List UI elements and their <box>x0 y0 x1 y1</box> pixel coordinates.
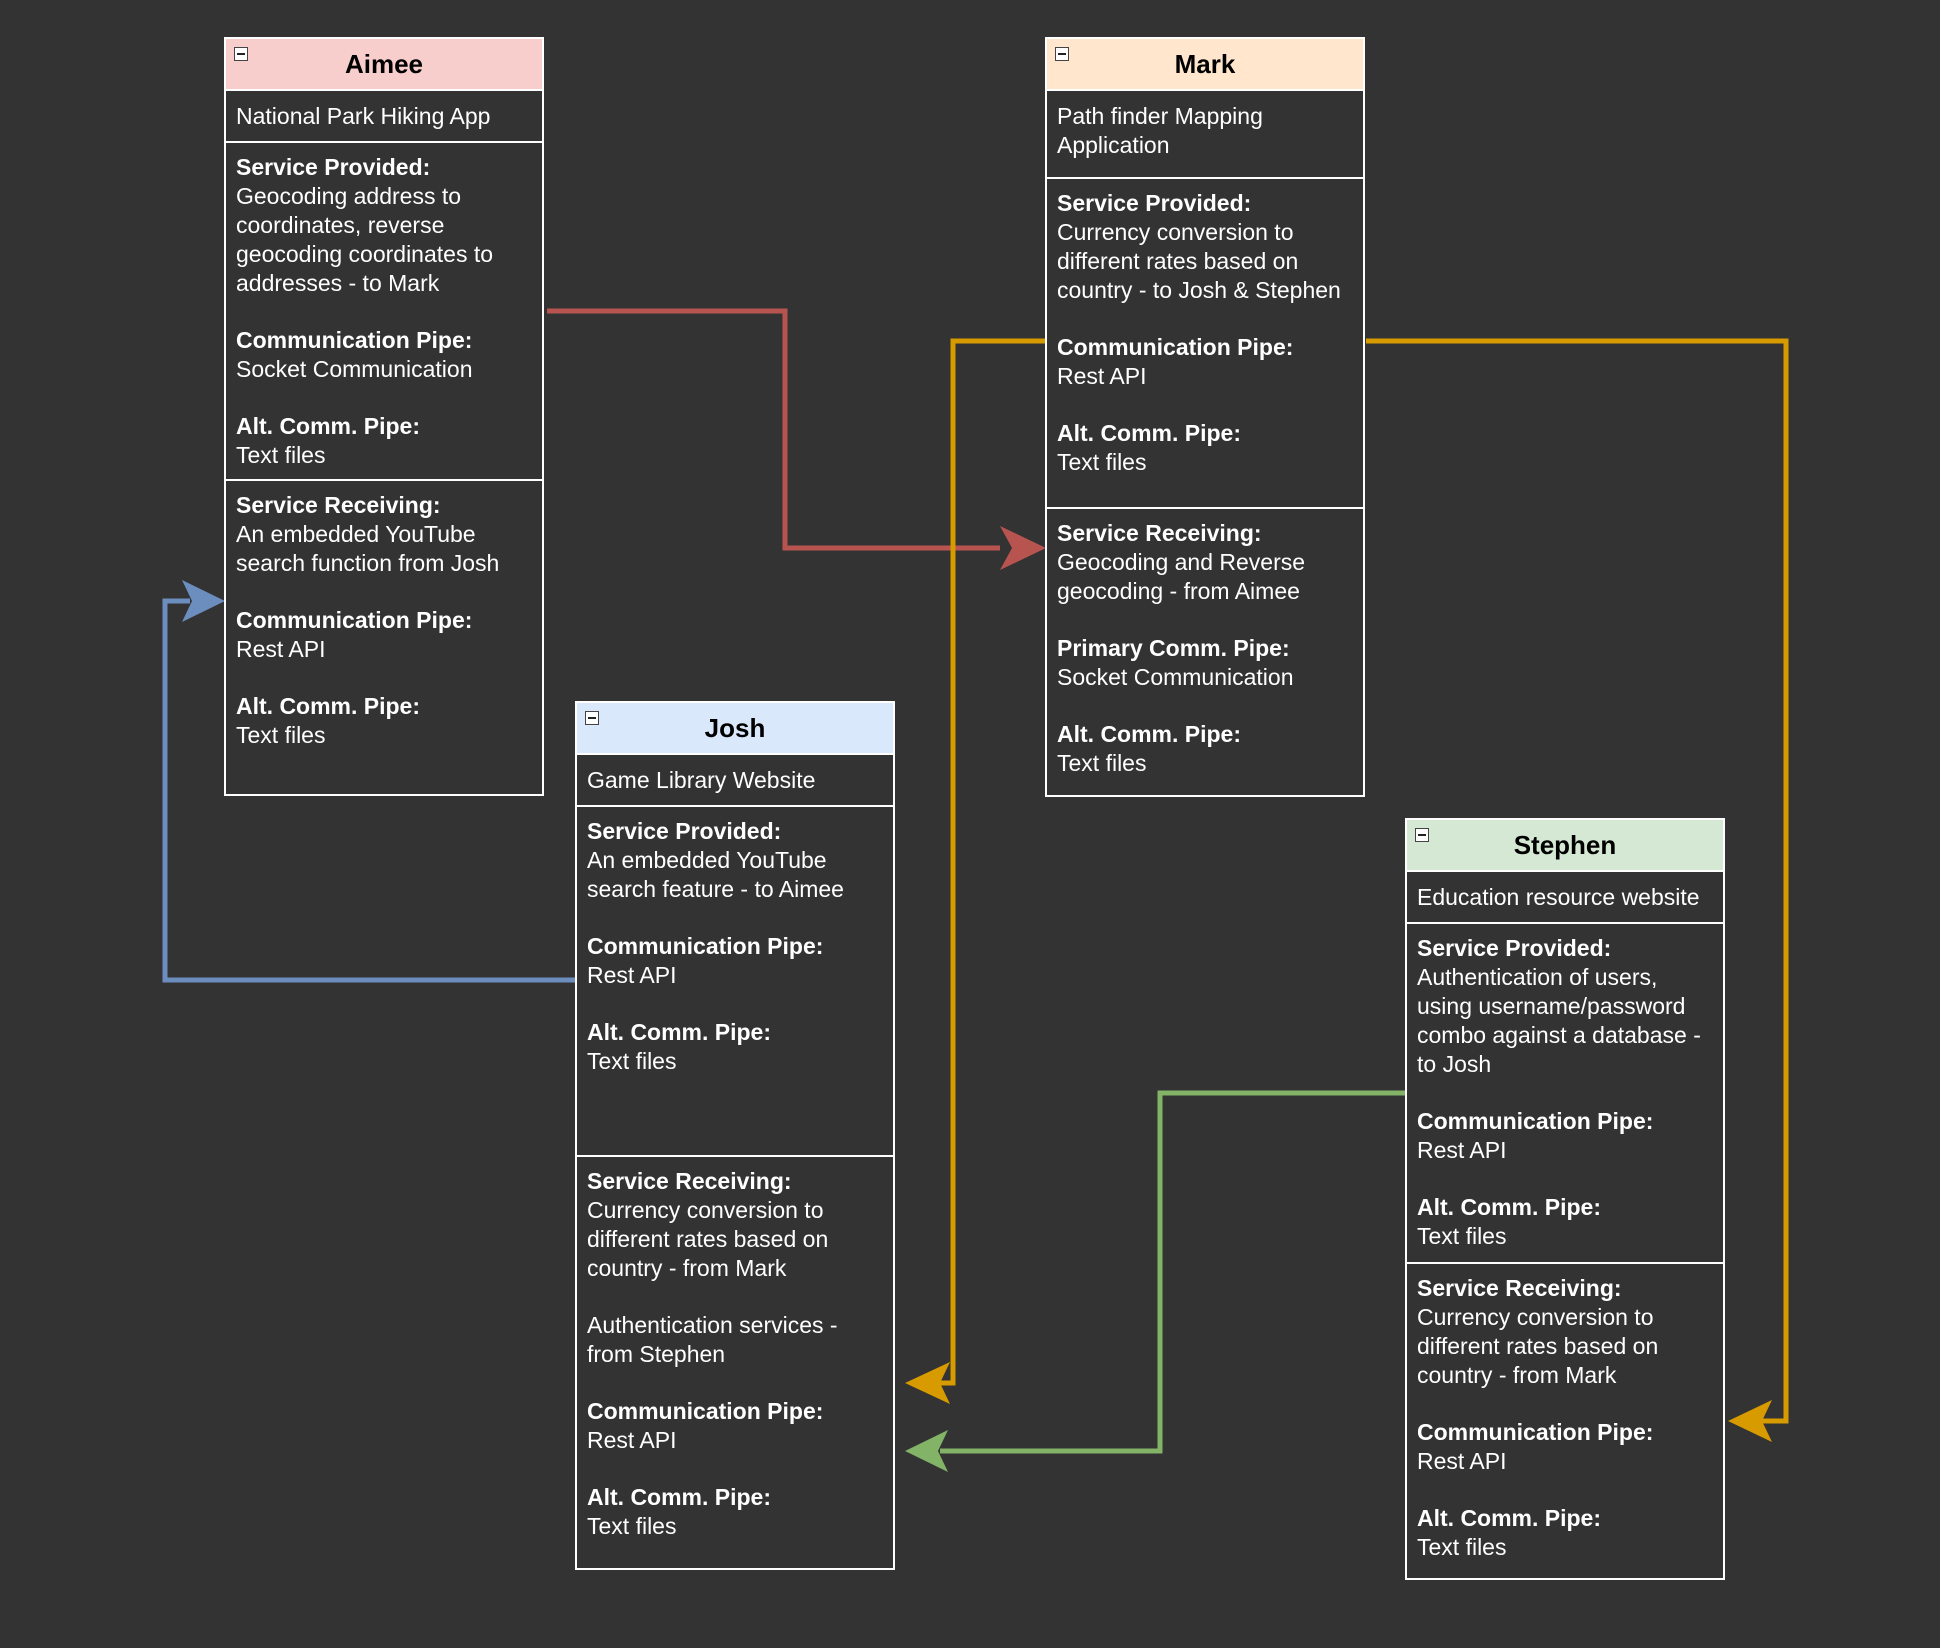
arrowhead-aimee-to-mark <box>1000 526 1046 570</box>
card-header-josh[interactable]: Josh <box>577 703 893 753</box>
service-provided-section: Service Provided: Authentication of user… <box>1407 922 1723 1262</box>
arrowhead-mark-to-josh <box>905 1362 950 1404</box>
service-provided-text: Currency conversion to different rates b… <box>1057 219 1341 303</box>
service-provided-text: Authentication of users, using username/… <box>1417 964 1701 1077</box>
card-mark[interactable]: Mark Path finder Mapping Application Ser… <box>1045 37 1365 797</box>
comm-pipe-label: Primary Comm. Pipe: <box>1057 635 1290 661</box>
alt-pipe-label: Alt. Comm. Pipe: <box>1417 1505 1602 1531</box>
service-receiving-section: Service Receiving: Currency conversion t… <box>1407 1262 1723 1562</box>
project-name: Education resource website <box>1417 884 1700 910</box>
comm-pipe-value: Rest API <box>236 636 326 662</box>
service-receiving-section: Service Receiving: Geocoding and Reverse… <box>1047 507 1363 778</box>
card-stephen[interactable]: Stephen Education resource website Servi… <box>1405 818 1725 1580</box>
comm-pipe-value: Socket Communication <box>236 356 473 382</box>
alt-pipe-value: Text files <box>1417 1534 1507 1560</box>
service-provided-label: Service Provided: <box>1417 935 1612 961</box>
project-section: Education resource website <box>1407 870 1723 922</box>
comm-pipe-label: Communication Pipe: <box>587 1398 824 1424</box>
alt-pipe-value: Text files <box>1057 750 1147 776</box>
card-title: Josh <box>704 712 766 743</box>
project-name: National Park Hiking App <box>236 103 491 129</box>
comm-pipe-value: Rest API <box>587 1427 677 1453</box>
alt-pipe-label: Alt. Comm. Pipe: <box>236 693 421 719</box>
comm-pipe-label: Communication Pipe: <box>236 327 473 353</box>
service-provided-label: Service Provided: <box>1057 190 1252 216</box>
alt-pipe-value: Text files <box>236 722 326 748</box>
alt-pipe-label: Alt. Comm. Pipe: <box>1057 420 1242 446</box>
service-receiving-label: Service Receiving: <box>1057 520 1262 546</box>
comm-pipe-label: Communication Pipe: <box>236 607 473 633</box>
service-receiving-section: Service Receiving: Currency conversion t… <box>577 1155 893 1541</box>
collapse-icon[interactable] <box>1415 828 1429 842</box>
project-section: Game Library Website <box>577 753 893 805</box>
service-provided-section: Service Provided: Currency conversion to… <box>1047 177 1363 507</box>
comm-pipe-label: Communication Pipe: <box>1057 334 1294 360</box>
service-receiving-label: Service Receiving: <box>587 1168 792 1194</box>
service-receiving-text: Geocoding and Reverse geocoding - from A… <box>1057 549 1306 604</box>
collapse-icon[interactable] <box>234 47 248 61</box>
alt-pipe-value: Text files <box>587 1513 677 1539</box>
arrow-stephen-to-josh <box>940 1090 1406 1454</box>
comm-pipe-value: Rest API <box>1417 1137 1507 1163</box>
service-receiving-text: Currency conversion to different rates b… <box>1417 1304 1659 1388</box>
card-title: Stephen <box>1513 829 1617 860</box>
card-header-aimee[interactable]: Aimee <box>226 39 542 89</box>
service-receiving-section: Service Receiving: An embedded YouTube s… <box>226 479 542 750</box>
arrowhead-stephen-to-josh <box>905 1430 948 1472</box>
alt-pipe-label: Alt. Comm. Pipe: <box>236 413 421 439</box>
alt-pipe-value: Text files <box>1417 1223 1507 1249</box>
comm-pipe-value: Socket Communication <box>1057 664 1294 690</box>
card-aimee[interactable]: Aimee National Park Hiking App Service P… <box>224 37 544 796</box>
service-provided-text: Geocoding address to coordinates, revers… <box>236 183 494 296</box>
service-receiving-label: Service Receiving: <box>236 492 441 518</box>
comm-pipe-value: Rest API <box>1057 363 1147 389</box>
service-receiving-text-2: Authentication services - from Stephen <box>587 1312 838 1367</box>
alt-pipe-value: Text files <box>587 1048 677 1074</box>
arrowhead-mark-to-stephen <box>1728 1400 1772 1442</box>
card-josh[interactable]: Josh Game Library Website Service Provid… <box>575 701 895 1570</box>
project-name: Path finder Mapping Application <box>1057 103 1263 158</box>
card-header-stephen[interactable]: Stephen <box>1407 820 1723 870</box>
service-provided-label: Service Provided: <box>236 154 431 180</box>
collapse-icon[interactable] <box>1055 47 1069 61</box>
alt-pipe-label: Alt. Comm. Pipe: <box>1057 721 1242 747</box>
service-provided-section: Service Provided: An embedded YouTube se… <box>577 805 893 1155</box>
project-name: Game Library Website <box>587 767 816 793</box>
comm-pipe-label: Communication Pipe: <box>1417 1419 1654 1445</box>
comm-pipe-label: Communication Pipe: <box>1417 1108 1654 1134</box>
alt-pipe-value: Text files <box>236 442 326 468</box>
arrow-aimee-to-mark <box>547 308 1000 551</box>
service-provided-label: Service Provided: <box>587 818 782 844</box>
alt-pipe-label: Alt. Comm. Pipe: <box>587 1484 772 1510</box>
service-receiving-text: An embedded YouTube search function from… <box>236 521 500 576</box>
card-title: Mark <box>1174 48 1236 79</box>
alt-pipe-label: Alt. Comm. Pipe: <box>1417 1194 1602 1220</box>
service-receiving-label: Service Receiving: <box>1417 1275 1622 1301</box>
card-title: Aimee <box>344 48 424 79</box>
comm-pipe-value: Rest API <box>587 962 677 988</box>
alt-pipe-label: Alt. Comm. Pipe: <box>587 1019 772 1045</box>
service-receiving-text: Currency conversion to different rates b… <box>587 1197 829 1281</box>
comm-pipe-label: Communication Pipe: <box>587 933 824 959</box>
project-section: Path finder Mapping Application <box>1047 89 1363 177</box>
comm-pipe-value: Rest API <box>1417 1448 1507 1474</box>
arrow-mark-to-josh <box>925 338 1046 1386</box>
arrowhead-josh-to-aimee <box>182 580 225 622</box>
collapse-icon[interactable] <box>585 711 599 725</box>
service-provided-text: An embedded YouTube search feature - to … <box>587 847 844 902</box>
project-section: National Park Hiking App <box>226 89 542 141</box>
service-provided-section: Service Provided: Geocoding address to c… <box>226 141 542 479</box>
card-header-mark[interactable]: Mark <box>1047 39 1363 89</box>
alt-pipe-value: Text files <box>1057 449 1147 475</box>
